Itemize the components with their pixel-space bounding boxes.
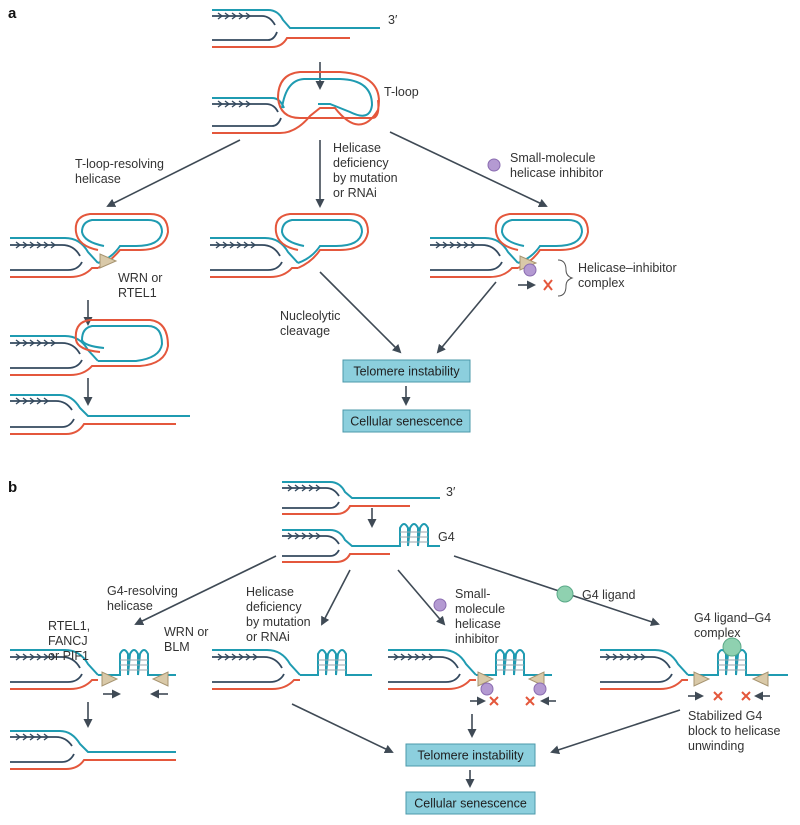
tloop-right bbox=[430, 213, 590, 291]
helicase-icon bbox=[151, 671, 169, 687]
inhibitor-icon bbox=[533, 682, 547, 696]
arrow-a-mid-2 bbox=[319, 271, 402, 354]
overhang-label-a: 3′ bbox=[388, 13, 398, 27]
helicase-icon bbox=[477, 671, 495, 687]
block-x-icon bbox=[525, 696, 535, 706]
helicase-icon bbox=[527, 671, 545, 687]
arrow-a-left bbox=[106, 139, 241, 207]
g4-deficient bbox=[212, 650, 372, 689]
g4-ligand-icon bbox=[556, 585, 574, 603]
arrow-b-conv-1 bbox=[291, 703, 394, 754]
block-x-icon bbox=[543, 279, 553, 291]
branch-middle-label: Helicase deficiency by mutation or RNAi bbox=[333, 141, 401, 200]
arrow-a-right-2 bbox=[436, 281, 497, 354]
branch-1-label: G4-resolving helicase bbox=[107, 584, 181, 613]
g4-ligand-icon bbox=[722, 637, 742, 657]
tloop-left bbox=[10, 213, 170, 277]
helicase-left-label: RTEL1, FANCJ or PIF1 bbox=[48, 619, 94, 663]
arrow-b-1 bbox=[134, 555, 277, 625]
cellular-senescence-text-b: Cellular senescence bbox=[414, 797, 527, 811]
resolved-telomere-b bbox=[10, 730, 176, 770]
brace-icon bbox=[557, 259, 574, 297]
helicase-right-label: WRN or BLM bbox=[164, 625, 212, 654]
tloop-label: T-loop bbox=[384, 85, 419, 99]
branch-right-label: Small-molecule helicase inhibitor bbox=[510, 151, 603, 180]
helicase-name-label: WRN or RTEL1 bbox=[118, 271, 166, 300]
cellular-senescence-box-a bbox=[342, 409, 471, 433]
branch-left-label: T-loop-resolving helicase bbox=[75, 157, 167, 186]
linear-telomere-b: 3′ bbox=[282, 481, 456, 515]
cellular-senescence-box-b bbox=[405, 791, 536, 815]
branch-3-label: Small- molecule helicase inhibitor bbox=[455, 587, 509, 646]
tloop-structure: T-loop bbox=[212, 71, 419, 134]
helicase-icon bbox=[751, 671, 769, 687]
telomere-instability-box-b bbox=[405, 743, 536, 767]
linear-telomere-a: 3′ bbox=[212, 9, 398, 48]
cleavage-label: Nucleolytic cleavage bbox=[280, 309, 344, 338]
ligand-complex-label: G4 ligand–G4 complex bbox=[694, 611, 775, 640]
complex-label: Helicase–inhibitor complex bbox=[578, 261, 680, 290]
panel-b-letter: b bbox=[8, 479, 17, 496]
helicase-icon bbox=[101, 671, 119, 687]
arrow-b-2 bbox=[321, 569, 351, 626]
telomere-instability-box-a bbox=[342, 359, 471, 383]
inhibitor-icon bbox=[487, 158, 501, 172]
g4-telomere: G4 bbox=[282, 523, 455, 563]
helicase-icon bbox=[693, 671, 711, 687]
branch-4-label: G4 ligand bbox=[582, 588, 636, 602]
stabilized-label: Stabilized G4 block to helicase unwindin… bbox=[688, 709, 784, 753]
panel-a-letter: a bbox=[8, 5, 17, 22]
g4-resolving bbox=[10, 650, 176, 699]
resolved-telomere bbox=[10, 394, 190, 435]
g4-ligand-bound bbox=[600, 637, 788, 701]
block-x-icon bbox=[713, 691, 723, 701]
inhibitor-icon bbox=[480, 682, 494, 696]
arrow-b-4 bbox=[453, 555, 660, 627]
arrow-b-3 bbox=[397, 569, 446, 626]
telomere-instability-text-b: Telomere instability bbox=[417, 749, 524, 763]
g4-inhibited bbox=[388, 650, 556, 706]
overhang-label-b: 3′ bbox=[446, 485, 456, 499]
tloop-middle bbox=[210, 213, 370, 277]
g4-label: G4 bbox=[438, 530, 455, 544]
block-x-icon bbox=[489, 696, 499, 706]
tloop-resolving bbox=[10, 319, 170, 375]
inhibitor-icon bbox=[523, 263, 537, 277]
arrow-b-conv-3 bbox=[550, 709, 681, 755]
telomere-instability-text-a: Telomere instability bbox=[353, 365, 460, 379]
branch-2-label: Helicase deficiency by mutation or RNAi bbox=[246, 585, 314, 644]
helicase-icon bbox=[99, 253, 118, 269]
inhibitor-icon bbox=[433, 598, 447, 612]
arrow-a-right bbox=[389, 131, 548, 208]
cellular-senescence-text-a: Cellular senescence bbox=[350, 415, 463, 429]
block-x-icon bbox=[741, 691, 751, 701]
